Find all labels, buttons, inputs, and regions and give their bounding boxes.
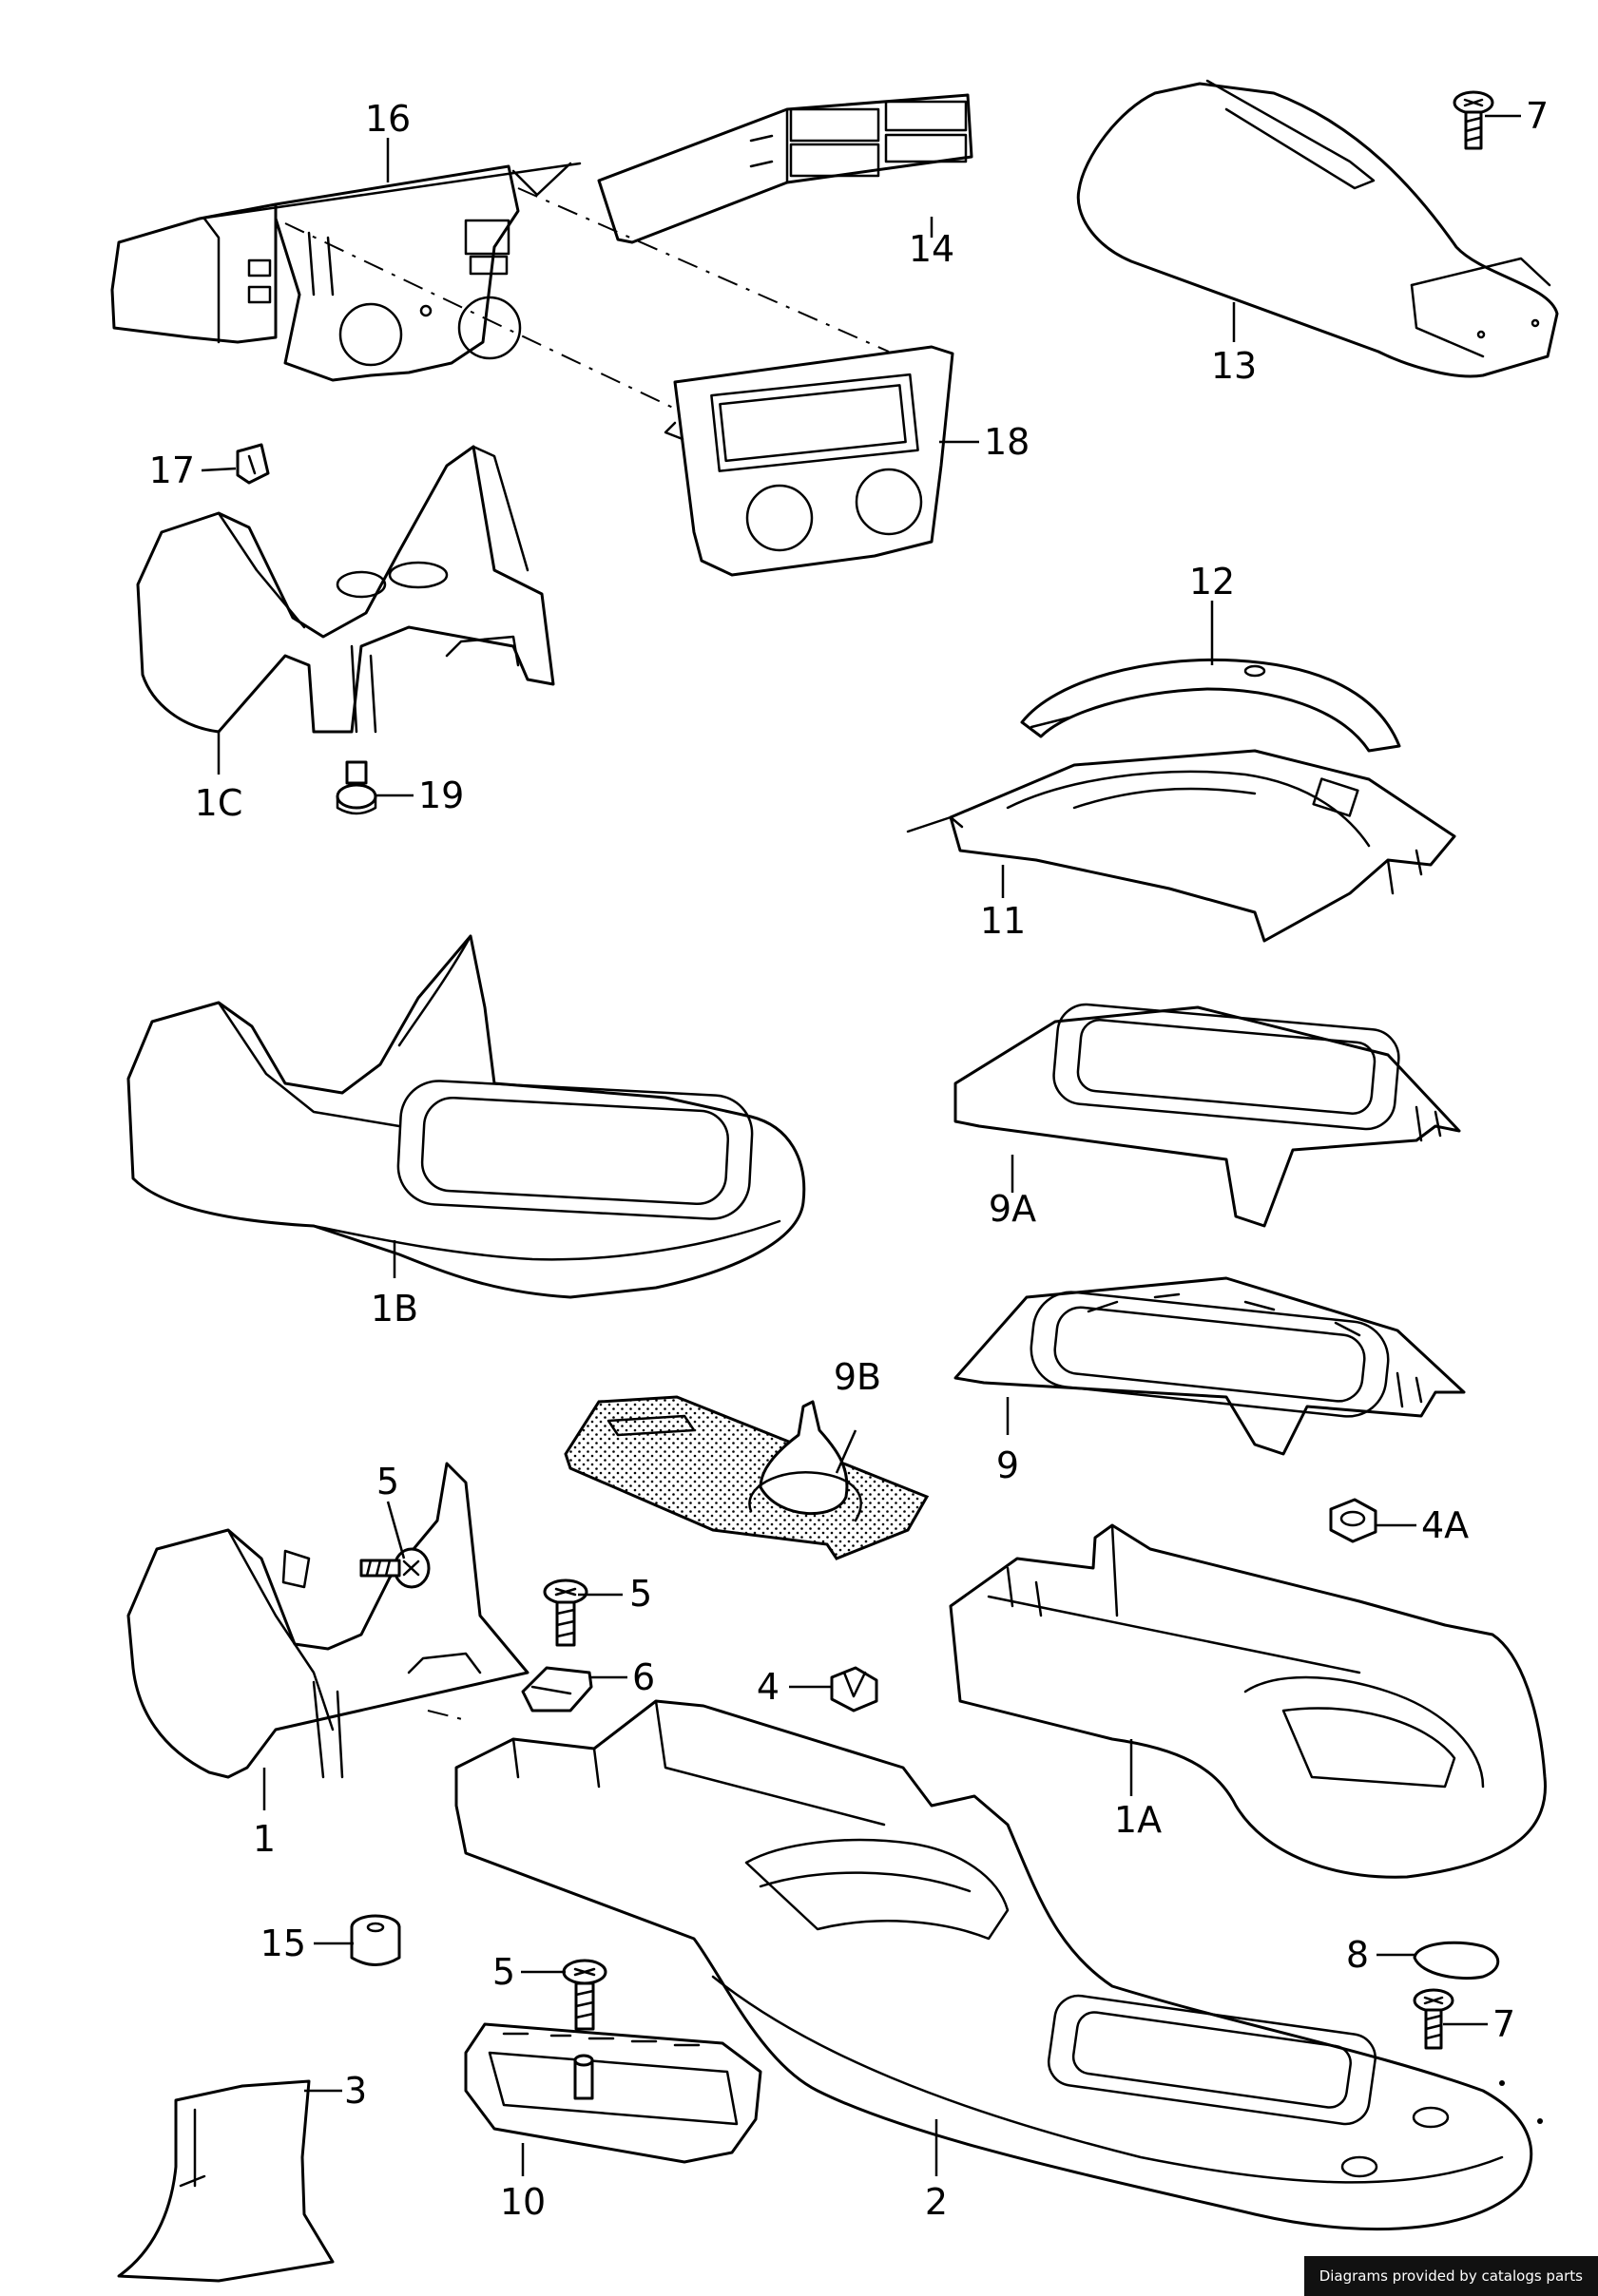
callout-10: 10 bbox=[500, 2181, 546, 2223]
part-12-trim-strip bbox=[1020, 658, 1401, 753]
credit-footer: Diagrams provided by catalogs parts bbox=[1303, 2256, 1598, 2296]
part-18-trim-panel bbox=[664, 345, 954, 577]
callout-12: 12 bbox=[1189, 561, 1235, 603]
part-13-console-cover bbox=[1076, 79, 1559, 378]
callout-1b: 1B bbox=[371, 1288, 418, 1330]
part-6-clip bbox=[521, 1666, 593, 1712]
part-14-radio-unit bbox=[597, 93, 973, 244]
callout-1: 1 bbox=[253, 1818, 276, 1860]
callout-7-bottom: 7 bbox=[1492, 2003, 1515, 2045]
callout-9a: 9A bbox=[989, 1188, 1036, 1230]
callout-1c: 1C bbox=[195, 782, 243, 824]
callout-9b: 9B bbox=[834, 1356, 881, 1398]
callout-8: 8 bbox=[1346, 1934, 1369, 1976]
part-19-screw bbox=[336, 760, 377, 815]
part-16-mounting-frame bbox=[110, 162, 582, 382]
callout-5-middle: 5 bbox=[629, 1573, 652, 1615]
part-7-screw-top bbox=[1453, 90, 1494, 150]
part-1a-console-rear bbox=[949, 1523, 1548, 1879]
callout-14: 14 bbox=[909, 228, 954, 270]
part-2-console-base bbox=[454, 1699, 1533, 2231]
callout-18: 18 bbox=[984, 421, 1030, 463]
callout-2: 2 bbox=[925, 2181, 948, 2223]
callout-5-lower: 5 bbox=[492, 1951, 515, 1993]
callout-9: 9 bbox=[996, 1445, 1019, 1486]
callout-16: 16 bbox=[365, 98, 411, 140]
callout-5-upper: 5 bbox=[376, 1461, 399, 1502]
callout-1a: 1A bbox=[1114, 1799, 1162, 1841]
callout-13: 13 bbox=[1211, 345, 1257, 387]
part-17-clip bbox=[236, 443, 270, 485]
callout-11: 11 bbox=[980, 900, 1026, 942]
part-9-cover bbox=[953, 1276, 1466, 1456]
callout-6: 6 bbox=[632, 1656, 655, 1698]
part-3-side-panel bbox=[117, 2079, 335, 2283]
part-1c-console-section bbox=[136, 445, 555, 734]
alignment-lines bbox=[284, 187, 890, 1721]
callout-17: 17 bbox=[149, 450, 195, 491]
part-9a-cover bbox=[953, 1003, 1461, 1228]
callout-19: 19 bbox=[418, 775, 464, 816]
part-5-screw-lower bbox=[562, 1959, 607, 2031]
part-11-selector-cover bbox=[906, 749, 1456, 943]
callout-4a: 4A bbox=[1421, 1504, 1469, 1546]
callout-4: 4 bbox=[757, 1666, 780, 1708]
part-8-cap bbox=[1413, 1941, 1500, 1980]
callout-15: 15 bbox=[260, 1923, 306, 1964]
part-4a-nut bbox=[1329, 1498, 1377, 1543]
decorative-dots bbox=[1499, 2080, 1543, 2124]
part-4-nut bbox=[830, 1666, 878, 1712]
part-1-console-section bbox=[126, 1462, 529, 1779]
part-1b-console-main bbox=[126, 934, 806, 1299]
callouts: 16 14 7 13 17 18 1C 19 12 11 1B 9A 9B 9 … bbox=[149, 95, 1550, 2223]
part-7-screw-bottom bbox=[1413, 1988, 1454, 2050]
part-10-tray-insert bbox=[464, 2022, 762, 2164]
part-5-screw-middle bbox=[543, 1578, 588, 1647]
part-15-bumper bbox=[350, 1914, 401, 1966]
callout-7-top: 7 bbox=[1526, 95, 1549, 137]
leader-lines bbox=[201, 114, 1521, 2176]
callout-3: 3 bbox=[344, 2070, 367, 2112]
part-9b-shift-boot-plate bbox=[564, 1395, 930, 1560]
